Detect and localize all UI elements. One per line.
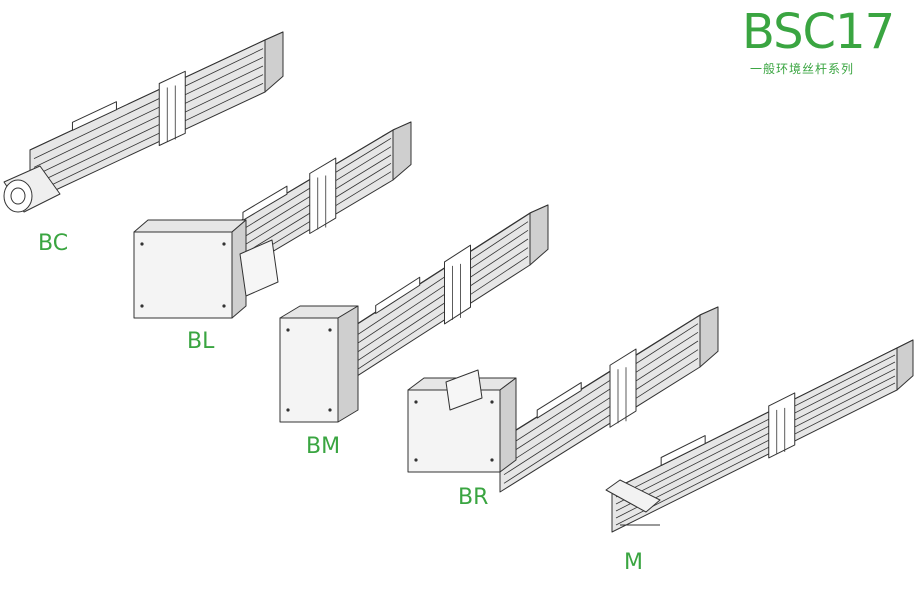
series-subtitle: 一般环境丝杆系列 — [750, 62, 855, 76]
module-label-bc: BC — [38, 231, 69, 256]
linear-actuator-motor-cover-icon — [279, 204, 549, 423]
linear-actuator-bare-module-icon — [605, 339, 914, 533]
module-label-bm: BM — [306, 434, 341, 459]
module-label-m: M — [624, 550, 643, 575]
series-title: BSC17 — [742, 4, 895, 60]
linear-actuator-left-folded-motor-icon — [133, 121, 412, 319]
linear-actuator-right-folded-motor-icon — [407, 306, 719, 493]
module-label-bl: BL — [187, 329, 215, 354]
linear-actuator-with-direct-motor-icon — [3, 31, 284, 213]
module-label-br: BR — [458, 485, 489, 510]
